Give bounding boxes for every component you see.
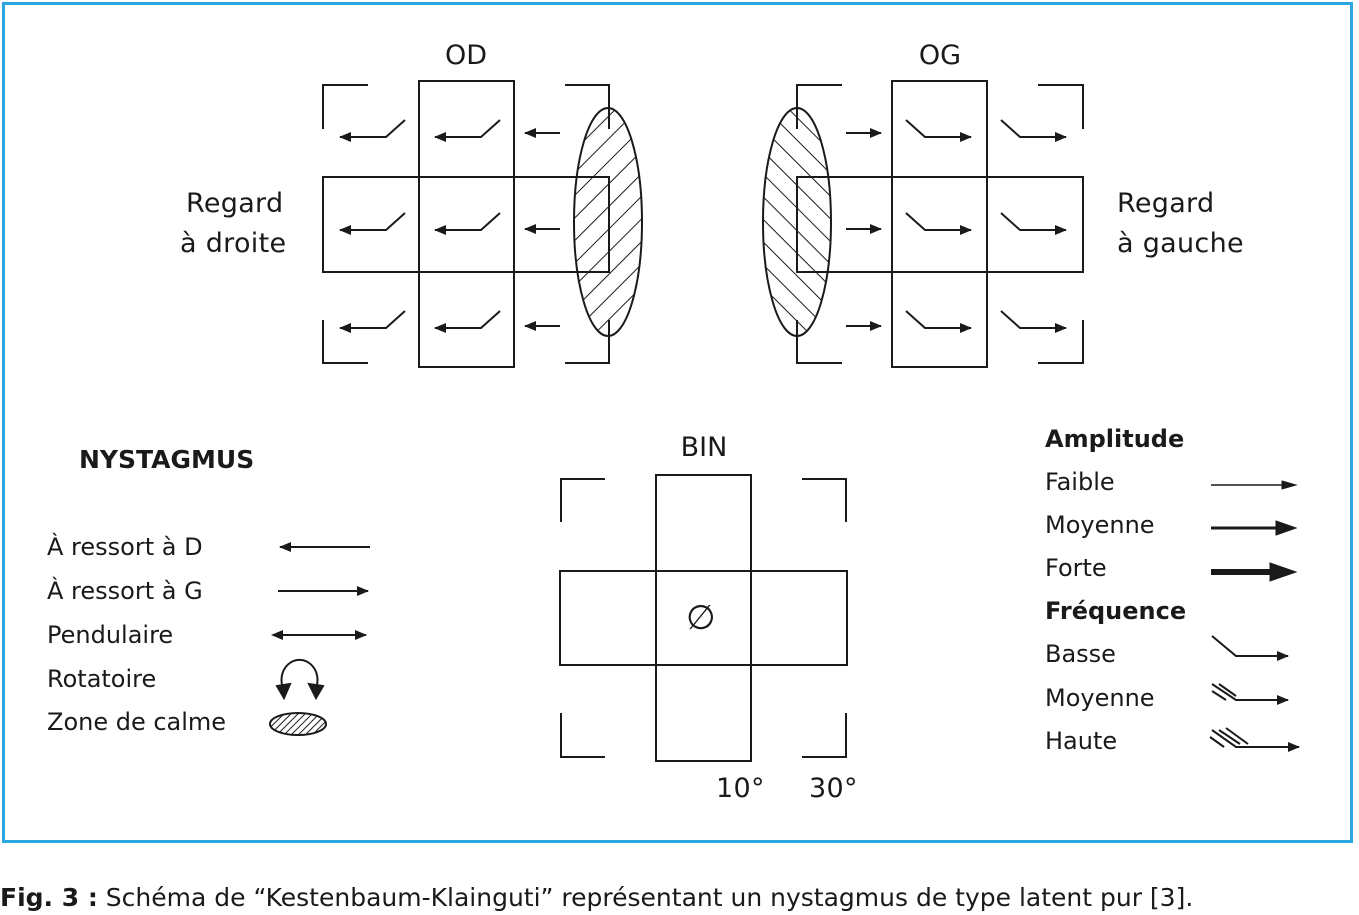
figure-number: Fig. 3 : [0, 883, 98, 912]
degree-30-label: 30° [809, 773, 858, 804]
rotatoire-icon [280, 658, 319, 691]
legend-pendulaire: Pendulaire [47, 621, 174, 649]
legend-rotatoire: Rotatoire [47, 665, 157, 693]
bin-title: BIN [680, 432, 728, 463]
amplitude-faible: Faible [1045, 468, 1115, 496]
og-title: OG [918, 40, 962, 71]
nystagmus-legend-glyphs [269, 542, 370, 736]
od-calm-zone [573, 107, 643, 337]
regard-droite-line1: Regard [186, 188, 284, 219]
figure-frame [2, 2, 1353, 843]
regard-gauche-line1: Regard [1117, 188, 1215, 219]
figure-caption: Fig. 3 : Schéma de “Kestenbaum-Klainguti… [0, 883, 1193, 912]
legend-ressort-d: À ressort à D [47, 533, 203, 561]
frequence-haute: Haute [1045, 727, 1118, 755]
od-grid [322, 80, 643, 368]
amplitude-moyenne: Moyenne [1045, 511, 1155, 539]
legend-ressort-g: À ressort à G [47, 577, 203, 605]
zone-calme-icon [269, 712, 327, 736]
regard-droite-line2: à droite [180, 228, 287, 259]
amplitude-legend-title: Amplitude [1045, 425, 1185, 453]
amplitude-forte: Forte [1045, 554, 1107, 582]
regard-gauche-line2: à gauche [1117, 228, 1244, 259]
frequence-legend-title: Fréquence [1045, 597, 1187, 625]
og-grid [762, 80, 1084, 368]
nystagmus-legend-title: NYSTAGMUS [79, 445, 255, 474]
frequence-moyenne: Moyenne [1045, 684, 1155, 712]
degree-10-label: 10° [716, 773, 765, 804]
legend-zone-calme: Zone de calme [47, 708, 227, 736]
bin-grid [559, 474, 848, 762]
og-calm-zone [762, 107, 832, 337]
caption-text: Schéma de “Kestenbaum-Klainguti” représe… [97, 883, 1194, 912]
amplitude-legend-glyphs [1211, 480, 1298, 582]
od-title: OD [444, 40, 488, 71]
null-symbol: ∅ [686, 598, 716, 638]
frequence-basse: Basse [1045, 640, 1116, 668]
og-arrows [846, 119, 1067, 333]
frequence-legend-glyphs [1209, 635, 1300, 752]
od-arrows [339, 119, 560, 333]
